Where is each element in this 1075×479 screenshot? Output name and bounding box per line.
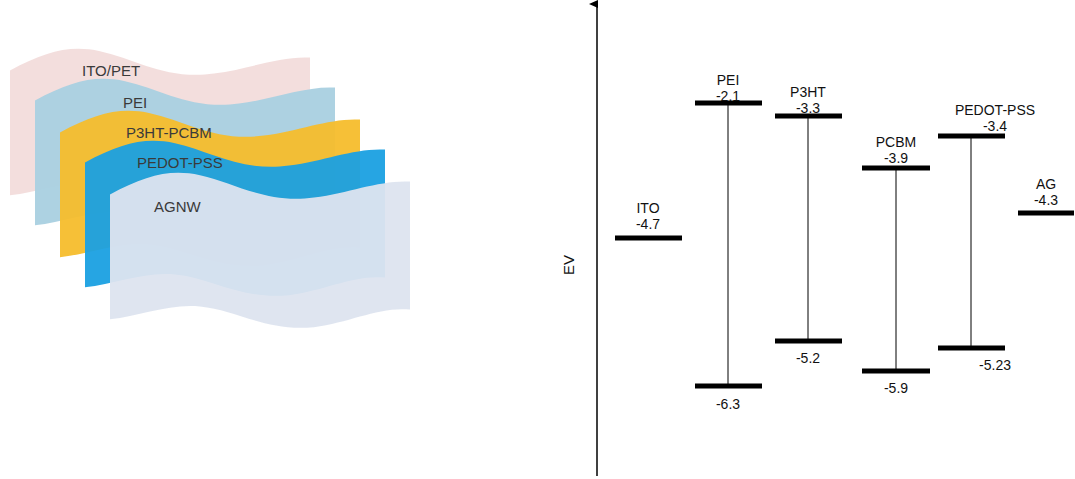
- energy-value: -3.3: [796, 100, 820, 116]
- energy-value: -5.9: [884, 380, 908, 396]
- layer-label: AGNW: [154, 198, 201, 215]
- material-name: ITO: [636, 200, 659, 216]
- layer-shape: [110, 172, 410, 332]
- layer-label: ITO/PET: [82, 62, 140, 79]
- material-name: PCBM: [876, 134, 916, 150]
- layer-label: PEDOT-PSS: [137, 154, 223, 171]
- energy-value: -5.23: [979, 357, 1011, 373]
- electrode-layer: AGNW: [110, 172, 410, 332]
- energy-bars: [615, 103, 1074, 386]
- energy-value: -3.9: [884, 150, 908, 166]
- energy-axis: [596, 4, 598, 476]
- material-name: PEI: [717, 72, 740, 88]
- gap-lines: [728, 103, 971, 386]
- energy-value: -6.3: [716, 396, 740, 412]
- energy-value: -2.1: [716, 88, 740, 104]
- material-name: P3HT: [790, 84, 826, 100]
- energy-value: -4.3: [1034, 192, 1058, 208]
- axis-label: EV: [560, 255, 577, 275]
- material-name: AG: [1036, 176, 1056, 192]
- energy-value: -5.2: [796, 350, 820, 366]
- layer-label: P3HT-PCBM: [126, 124, 212, 141]
- layer-label: PEI: [123, 94, 147, 111]
- energy-value: -4.7: [636, 216, 660, 232]
- material-name: PEDOT-PSS: [955, 102, 1035, 118]
- energy-value: -3.4: [983, 118, 1007, 134]
